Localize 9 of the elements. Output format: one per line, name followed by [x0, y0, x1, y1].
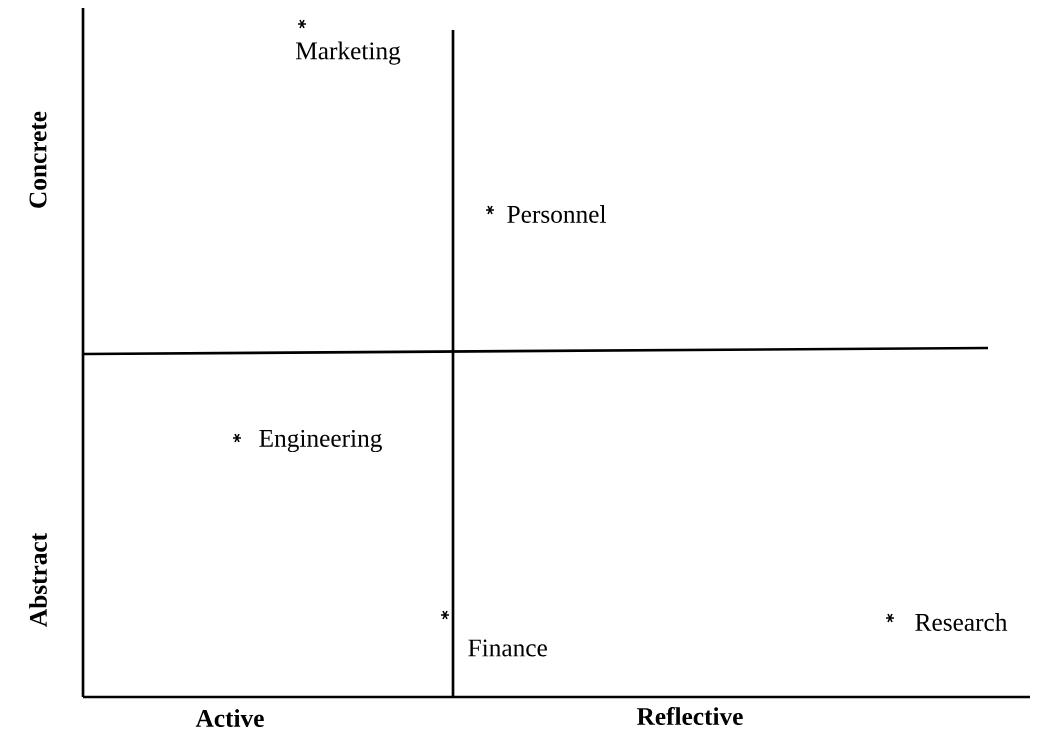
point-label: Research — [915, 613, 1008, 631]
point-label: Finance — [468, 639, 547, 657]
point-label: Marketing — [296, 41, 401, 65]
axis-label: Abstract — [29, 533, 47, 627]
point-label: Personnel — [507, 205, 606, 223]
axis-label: Concrete — [29, 111, 47, 208]
axis-label: Active — [195, 709, 264, 727]
point-label: Engineering — [259, 429, 382, 453]
axis-label: Reflective — [637, 706, 743, 726]
